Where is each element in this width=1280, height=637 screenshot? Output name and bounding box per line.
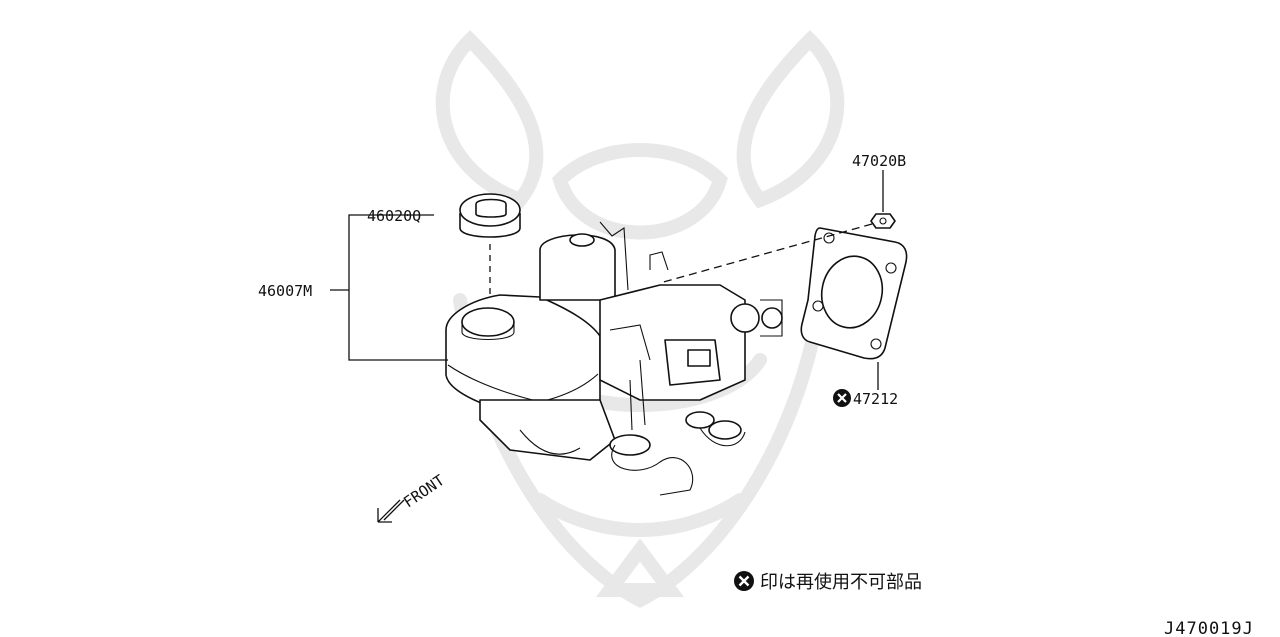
assembly-part-number-label: 46007M [258,282,312,300]
legend-text: 印は再使用不可部品 [760,572,922,593]
reservoir-cap-part[interactable] [459,193,521,238]
front-direction-label: FRONT [400,471,448,511]
legend-marker-icon [734,571,754,591]
nut-to-booster-dashed-leader [659,223,873,284]
assembly-bracket-leader [348,214,448,361]
front-direction-arrow-icon [377,499,405,523]
non-reusable-marker-icon [833,389,851,407]
brake-booster-assembly-part[interactable] [445,221,783,496]
nut-part[interactable] [870,213,896,229]
figure-id-label: J470019J [1164,619,1254,637]
nut-part-number-label: 47020B [852,152,906,170]
cap-part-number-label: 46020Q [367,207,421,225]
gasket-part-number-label: 47212 [853,390,898,408]
gasket-part[interactable] [800,227,908,360]
